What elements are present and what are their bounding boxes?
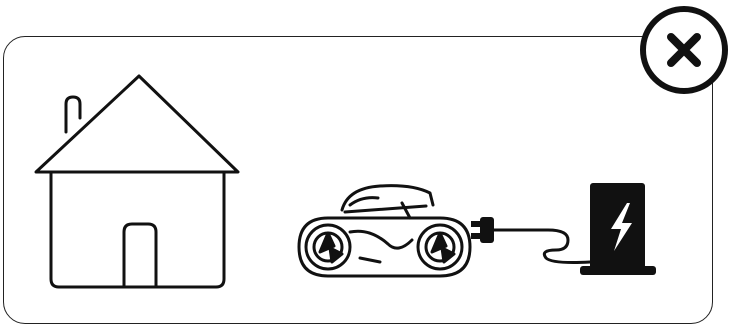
pool-robot-icon <box>297 184 472 278</box>
close-icon <box>667 33 701 67</box>
lightning-bolt-icon <box>611 203 632 251</box>
house-icon <box>34 74 240 289</box>
charging-station-icon <box>580 183 656 275</box>
close-button[interactable] <box>640 6 728 94</box>
charging-cable <box>492 228 592 264</box>
power-plug-icon <box>471 217 494 243</box>
